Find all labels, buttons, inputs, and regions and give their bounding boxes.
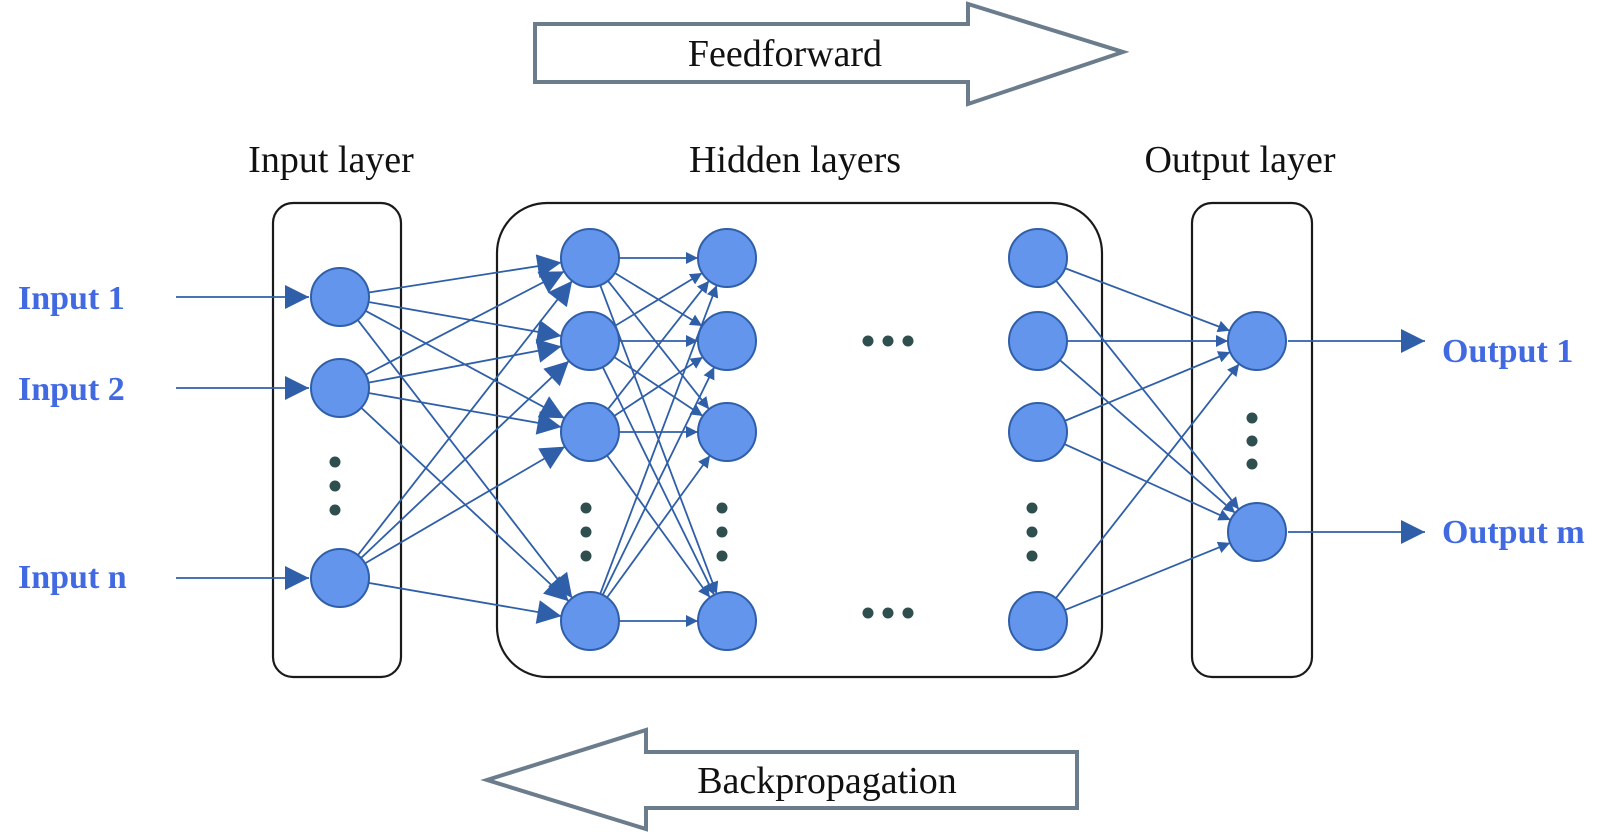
- input-layer-ellipsis-dot: [329, 504, 341, 516]
- output-layer-box: [1190, 201, 1314, 679]
- input-layer-box: [271, 201, 403, 679]
- edge-input2-hidden1-2: [364, 445, 566, 565]
- input-layer-title: Input layer: [248, 139, 414, 181]
- feedforward-arrow-shape: [533, 1, 1130, 107]
- edge-input0-hidden1-1: [368, 301, 562, 344]
- neuron-hidden2-3: [697, 402, 757, 462]
- neuron-hidden2-1: [697, 228, 757, 288]
- hidden1-ellipsis-dot: [580, 526, 592, 538]
- neuron-input-2: [310, 358, 370, 418]
- hidden-middle-ellipsis-top-dot: [862, 335, 874, 347]
- neuron-input-3: [310, 548, 370, 608]
- neuron-hidden1-4: [560, 591, 620, 651]
- hidden-middle-ellipsis-bottom-dot: [882, 607, 894, 619]
- hidden-middle-ellipsis-bottom-dot: [862, 607, 874, 619]
- neuron-hidden2-2: [697, 311, 757, 371]
- output-layer-ellipsis-dot: [1246, 458, 1258, 470]
- neuron-hidden3-3: [1008, 402, 1068, 462]
- output-label-m: Output m: [1442, 514, 1585, 551]
- hidden3-ellipsis-dot: [1026, 550, 1038, 562]
- backpropagation-arrow-shape: [480, 727, 1079, 832]
- edge-input2-hidden1-1: [360, 360, 570, 559]
- edge-hidden1-2-hidden2-1: [613, 356, 704, 417]
- edge-hidden3-0-output1: [1055, 280, 1240, 510]
- neurons: [310, 228, 1287, 651]
- feedforward-arrow: Feedforward: [533, 1, 1130, 107]
- edge-hidden1-2-hidden2-0: [607, 280, 710, 410]
- input-label-2: Input 2: [18, 371, 125, 408]
- neuron-hidden1-2: [560, 311, 620, 371]
- hidden2-ellipsis-dot: [716, 502, 728, 514]
- edge-hidden1-1-hidden2-0: [614, 272, 703, 327]
- edge-input0-hidden1-0: [368, 254, 562, 294]
- hidden2-ellipsis-dot: [716, 526, 728, 538]
- input-layer-ellipsis-dot: [329, 480, 341, 492]
- edge-hidden1-3-hidden2-2: [606, 454, 711, 599]
- edge-input1-hidden1-0: [365, 270, 565, 376]
- neuron-hidden3-4: [1008, 591, 1068, 651]
- edge-hidden3-0-output0: [1064, 267, 1231, 333]
- edge-hidden3-1-output1: [1059, 359, 1236, 514]
- edge-input2-hidden1-3: [368, 582, 562, 624]
- hidden1-ellipsis-dot: [580, 502, 592, 514]
- neuron-input-1: [310, 267, 370, 327]
- edge-input2-hidden1-0: [357, 280, 573, 556]
- edge-hidden3-3-output0: [1055, 363, 1240, 599]
- hidden1-ellipsis-dot: [580, 550, 592, 562]
- feedforward-label: Feedforward: [688, 33, 882, 75]
- hidden-middle-ellipsis-top-dot: [882, 335, 894, 347]
- hidden-middle-ellipsis-bottom-dot: [902, 607, 914, 619]
- edge-hidden1-3-hidden2-1: [601, 366, 716, 596]
- hidden3-ellipsis-dot: [1026, 526, 1038, 538]
- hidden-middle-ellipsis-top-dot: [902, 335, 914, 347]
- output-label-1: Output 1: [1442, 333, 1573, 370]
- hidden3-ellipsis-dot: [1026, 502, 1038, 514]
- neuron-hidden2-4: [697, 591, 757, 651]
- hidden-layers-title: Hidden layers: [689, 139, 901, 181]
- output-layer-title: Output layer: [1144, 139, 1335, 181]
- neuron-hidden3-1: [1008, 228, 1068, 288]
- hidden-layers-box: [495, 201, 1104, 679]
- input-label-n: Input n: [18, 559, 127, 596]
- neuron-output-1: [1227, 311, 1287, 371]
- backpropagation-label: Backpropagation: [697, 760, 957, 802]
- neuron-hidden1-1: [560, 228, 620, 288]
- edge-input1-hidden1-1: [368, 338, 562, 384]
- neuron-hidden3-2: [1008, 311, 1068, 371]
- output-layer-ellipsis-dot: [1246, 412, 1258, 424]
- edge-hidden3-2-output0: [1064, 351, 1231, 422]
- hidden2-ellipsis-dot: [716, 550, 728, 562]
- neuron-output-2: [1227, 502, 1287, 562]
- edge-input1-hidden1-2: [368, 392, 562, 435]
- input-layer-ellipsis-dot: [329, 456, 341, 468]
- edge-hidden3-3-output1: [1064, 541, 1231, 611]
- backpropagation-arrow: Backpropagation: [480, 727, 1079, 832]
- output-layer-ellipsis-dot: [1246, 435, 1258, 447]
- neuron-hidden1-3: [560, 402, 620, 462]
- ellipsis-dots: [329, 335, 1258, 619]
- input-label-1: Input 1: [18, 280, 125, 317]
